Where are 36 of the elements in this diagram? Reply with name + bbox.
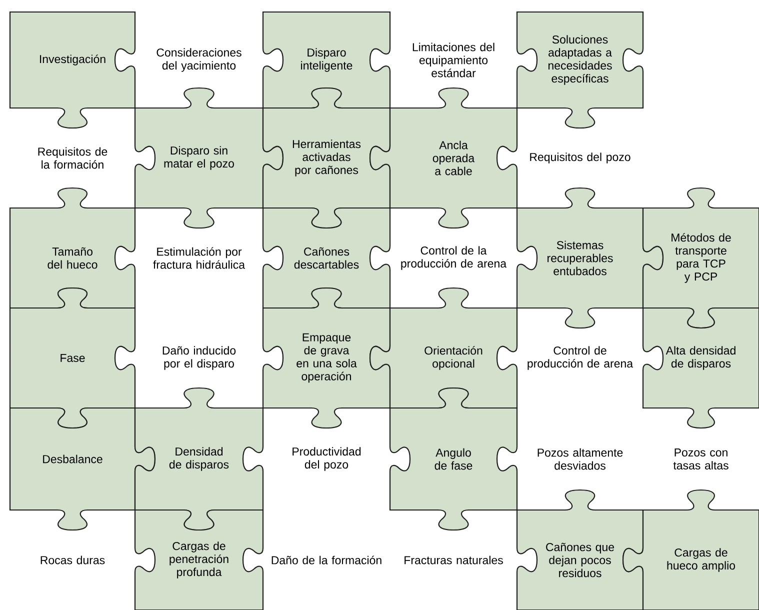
- label-text: Control de la producción de arena: [401, 246, 507, 270]
- label-text: Pozos altamente desviados: [538, 448, 623, 470]
- puzzle-piece: Herramientas activadas por cañones: [262, 87, 391, 229]
- label-text: Consideraciones del yacimiento: [156, 48, 242, 72]
- puzzle-piece: Densidad de disparos: [134, 387, 264, 531]
- label-text: Daño de la formación: [272, 556, 382, 564]
- node-label: Métodos de transporte para TCP y PCP: [672, 233, 731, 283]
- puzzle-piece: Ancla operada a cable: [369, 87, 518, 229]
- label-text: Requisitos de la formación: [38, 147, 108, 169]
- puzzle-piece: Soluciones adaptadas a necesidades específicas: [516, 11, 644, 129]
- puzzle-piece: Métodos de transporte para TCP y PCP: [642, 187, 759, 329]
- puzzle-piece: Disparo inteligente: [262, 11, 391, 109]
- puzzle-piece: Sistemas recuperables entubados: [516, 187, 664, 329]
- puzzle-piece: Orientación opcional: [369, 287, 518, 409]
- label-text: Estimulación por fractura hidráulica: [153, 247, 245, 269]
- puzzle-piece: Investigación: [9, 11, 136, 129]
- puzzle-piece: Cargas de hueco amplio: [622, 489, 759, 610]
- label-text: Requisitos del pozo: [530, 152, 630, 164]
- label-text: Productividad del pozo: [292, 447, 361, 471]
- puzzle-piece: Alta densidad de disparos: [642, 307, 759, 429]
- label-text: Pozos con tasas altas: [673, 448, 728, 470]
- label-text: Limitaciones del equipamiento estándar: [412, 42, 494, 78]
- puzzle-piece: Cargas de penetración profunda: [134, 509, 264, 610]
- puzzle-piece: Fase: [9, 287, 136, 429]
- puzzle-piece: Tamaño del hueco: [9, 187, 136, 309]
- puzzle-piece: Cañones que dejan pocos residuos: [516, 489, 644, 610]
- node-label: Cargas de hueco amplio: [667, 548, 736, 572]
- label-text: Rocas duras: [40, 556, 105, 564]
- puzzle-piece: Empaque de grava en una sola operación: [262, 287, 391, 429]
- puzzle-piece: Disparo sin matar el pozo: [134, 87, 284, 229]
- label-text: Control de producción de arena: [528, 346, 634, 370]
- label-text: Fracturas naturales: [404, 556, 503, 564]
- puzzle-piece: Angulo de fase: [389, 387, 518, 531]
- label-text: Daño inducido por el disparo: [162, 346, 236, 370]
- puzzle-piece: Cañones descartables: [262, 207, 391, 309]
- puzzle-piece: Desbalance: [9, 407, 156, 531]
